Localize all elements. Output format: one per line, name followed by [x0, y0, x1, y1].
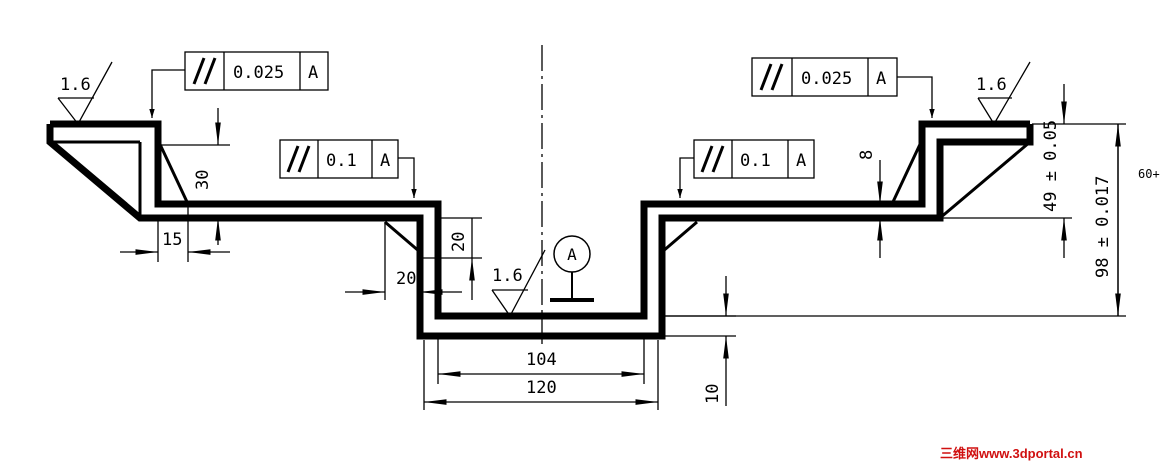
fcf-left-outer-tolerance: 0.025 [233, 63, 284, 83]
fcf-right-inner-tolerance: 0.1 [740, 151, 771, 171]
roughness-symbol-left: 1.6 [57, 61, 113, 126]
roughness-value-left: 1.6 [60, 75, 91, 95]
roughness-value-center: 1.6 [492, 266, 523, 286]
roughness-symbol-center: 1.6 [491, 249, 546, 318]
dim-49-text: 49 ± 0.05 [1041, 120, 1061, 212]
dim-20-vertical-text: 20 [449, 232, 469, 252]
dim-20-horizontal-text: 20 [396, 269, 416, 289]
dim-120-text: 120 [526, 378, 557, 398]
fcf-left-inner-datum: A [380, 151, 390, 171]
datum-feature-symbol: A [550, 235, 594, 302]
parallelism-icon [759, 63, 784, 91]
dim-104-text: 104 [526, 350, 557, 370]
dim-15-text: 15 [162, 230, 182, 250]
dim-98-text: 98 ± 0.017 [1093, 176, 1113, 278]
roughness-symbol-right: 1.6 [976, 61, 1031, 126]
fcf-right-outer: 0.025 A [751, 57, 935, 118]
dim-10: 10 [660, 276, 736, 406]
dim-30-text: 30 [193, 170, 213, 190]
fcf-right-inner-datum: A [796, 151, 806, 171]
dim-104: 104 [437, 336, 645, 384]
fcf-left-inner: 0.1 A [279, 139, 417, 198]
dim-20-vertical: 20 [420, 217, 482, 300]
fcf-right-inner: 0.1 A [677, 139, 815, 198]
dim-49: 49 ± 0.05 [940, 84, 1126, 258]
dim-8-text: 8 [857, 150, 877, 160]
dim-30: 30 [160, 108, 230, 245]
dim-15: 15 [120, 204, 230, 262]
roughness-value-right: 1.6 [976, 75, 1007, 95]
parallelism-icon [286, 145, 311, 173]
dim-60-text: 60+ [1138, 167, 1160, 181]
parallelism-icon [700, 145, 725, 173]
dim-98: 98 ± 0.017 [662, 124, 1126, 317]
dim-120: 120 [423, 340, 659, 410]
datum-label: A [567, 245, 577, 264]
fcf-left-outer-datum: A [308, 63, 318, 83]
fcf-right-outer-datum: A [876, 69, 886, 89]
dim-8: 8 [857, 150, 900, 258]
fcf-left-inner-tolerance: 0.1 [326, 151, 357, 171]
part-outline [46, 120, 1034, 340]
watermark: 三维网www.3dportal.cn [940, 446, 1083, 461]
parallelism-icon [192, 57, 217, 85]
dim-20-horizontal: 20 [345, 222, 462, 300]
dim-10-text: 10 [703, 384, 723, 404]
fcf-left-outer: 0.025 A [149, 51, 329, 118]
fcf-right-outer-tolerance: 0.025 [801, 69, 852, 89]
